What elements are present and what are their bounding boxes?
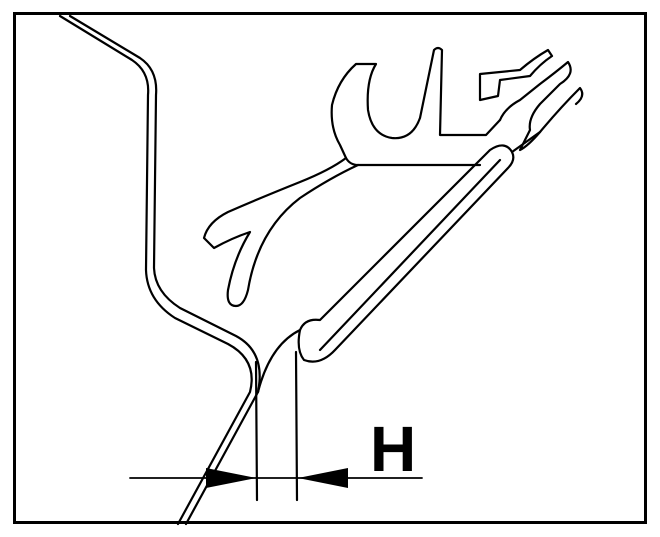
outer-panel-line-inner bbox=[68, 14, 261, 526]
flange-left-wall bbox=[254, 360, 259, 502]
dimension-arrow-left bbox=[206, 468, 256, 488]
retainer-clip-arm bbox=[498, 60, 584, 152]
seal-bulb bbox=[297, 144, 515, 363]
flange-right-wall bbox=[294, 350, 299, 502]
dimension-arrow-right bbox=[298, 468, 348, 488]
seal-body bbox=[330, 46, 502, 167]
seal-bulb-inner-line bbox=[318, 158, 502, 352]
outer-panel-line-outer bbox=[58, 14, 253, 526]
diagram-frame bbox=[13, 12, 647, 524]
retainer-clip bbox=[478, 48, 554, 102]
retainer-edge bbox=[510, 130, 542, 154]
dimension-label-h: H bbox=[370, 413, 417, 485]
flange-join bbox=[256, 328, 302, 394]
seal-lip-arm bbox=[202, 156, 360, 308]
